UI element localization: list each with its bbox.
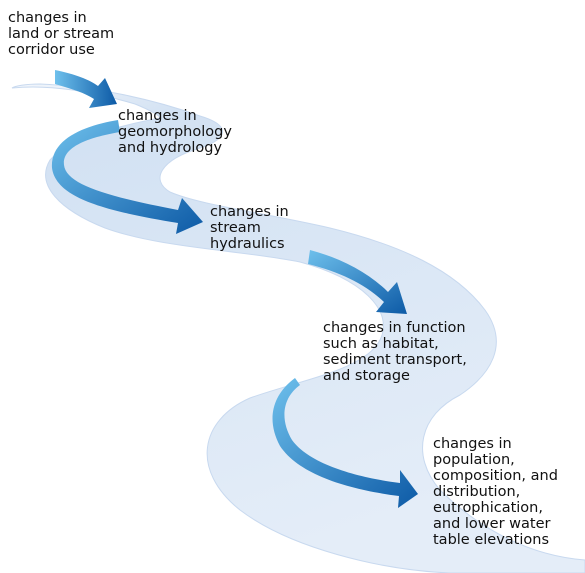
flow-arrow-3 <box>308 250 407 314</box>
flow-arrow-4 <box>272 378 418 508</box>
stage-label-hydraulics: changes in stream hydraulics <box>210 204 289 252</box>
stage-label-function: changes in function such as habitat, sed… <box>323 320 467 384</box>
flow-arrow-2 <box>51 120 204 234</box>
stage-label-geomorphology: changes in geomorphology and hydrology <box>118 108 232 156</box>
stage-label-land-use: changes in land or stream corridor use <box>8 10 115 58</box>
stage-label-population: changes in population, composition, and … <box>433 436 558 548</box>
flow-arrow-1 <box>55 70 117 108</box>
